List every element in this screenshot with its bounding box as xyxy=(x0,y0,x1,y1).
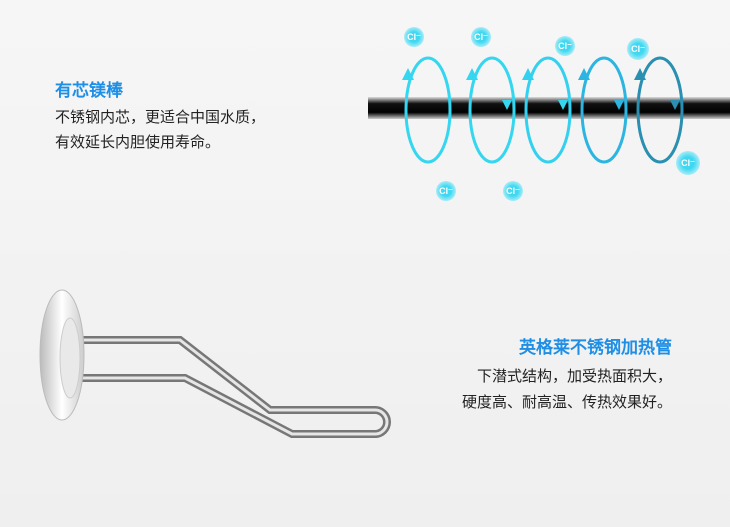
magnesium-desc-line-2: 有效延长内胆使用寿命。 xyxy=(55,133,221,151)
magnesium-rod-title: 有芯镁棒 xyxy=(55,81,123,101)
svg-text:Cl⁻: Cl⁻ xyxy=(407,32,421,42)
magnesium-desc-line-1: 不锈钢内芯，更适合中国水质， xyxy=(55,108,266,126)
svg-text:Cl⁻: Cl⁻ xyxy=(681,158,695,168)
svg-text:Cl⁻: Cl⁻ xyxy=(558,41,572,51)
heating-tube-icon xyxy=(39,289,391,438)
current-loops-icon xyxy=(402,56,684,164)
heating-desc-line-2: 硬度高、耐高温、传热效果好。 xyxy=(461,393,672,411)
chloride-ions-icon: Cl⁻ Cl⁻ Cl⁻ Cl⁻ Cl⁻ Cl⁻ Cl⁻ xyxy=(404,27,700,201)
svg-text:Cl⁻: Cl⁻ xyxy=(506,186,520,196)
svg-text:Cl⁻: Cl⁻ xyxy=(631,44,645,54)
svg-text:Cl⁻: Cl⁻ xyxy=(474,32,488,42)
heating-desc-line-1: 下潜式结构，加受热面积大， xyxy=(476,367,672,385)
heating-tube-title: 英格莱不锈钢加热管 xyxy=(519,338,672,358)
svg-text:Cl⁻: Cl⁻ xyxy=(439,186,453,196)
